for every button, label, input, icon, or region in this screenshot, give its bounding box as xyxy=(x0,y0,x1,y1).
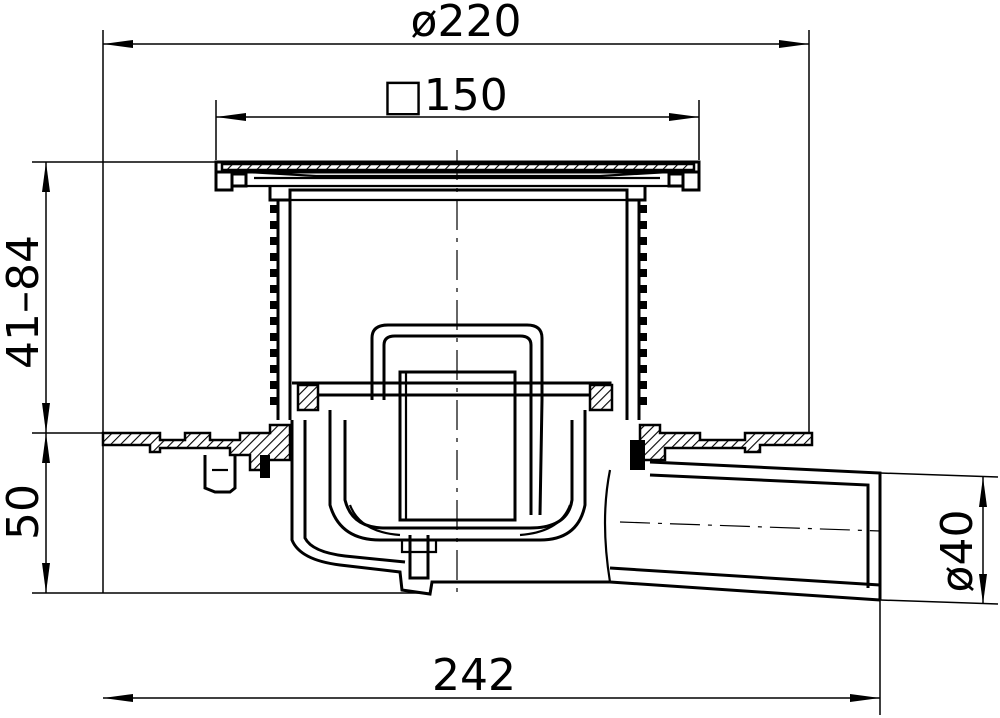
rib-left xyxy=(270,317,278,325)
rib-right xyxy=(639,381,647,389)
dimension-overall-length-label: 242 xyxy=(432,650,516,701)
dimension-lower-height: 50 xyxy=(0,433,420,594)
rib-right xyxy=(639,365,647,373)
drain-body xyxy=(290,323,882,602)
rib-left xyxy=(270,397,278,405)
rib-right xyxy=(639,237,647,245)
dimension-overall-length: 242 xyxy=(103,600,881,715)
rib-left xyxy=(270,333,278,341)
rib-left xyxy=(270,205,278,213)
rib-left xyxy=(270,269,278,277)
dimension-outlet-diameter: ø40 xyxy=(879,472,999,605)
rib-right xyxy=(639,221,647,229)
flange xyxy=(101,423,814,494)
dimension-outlet-diameter-label: ø40 xyxy=(932,510,983,593)
center-lines xyxy=(456,150,881,600)
rib-right xyxy=(639,269,647,277)
dimension-lower-height-label: 50 xyxy=(0,484,49,540)
rib-right xyxy=(639,301,647,309)
rib-right xyxy=(639,317,647,325)
rib-right xyxy=(639,285,647,293)
rib-left xyxy=(270,237,278,245)
rib-left xyxy=(270,381,278,389)
grate-frame xyxy=(214,160,701,202)
rib-left xyxy=(270,253,278,261)
rib-left xyxy=(270,221,278,229)
rib-right xyxy=(639,205,647,213)
rib-right xyxy=(639,253,647,261)
dimension-top-diameter: ø220 xyxy=(102,0,810,593)
dimension-grate-size-label: □150 xyxy=(382,70,508,121)
dimension-top-diameter-label: ø220 xyxy=(411,0,522,47)
rib-left xyxy=(270,285,278,293)
rib-right xyxy=(639,397,647,405)
dimension-grate-size: □150 xyxy=(215,70,700,160)
rib-right xyxy=(639,333,647,341)
dimension-height-range-label: 41–84 xyxy=(0,235,49,369)
rib-left xyxy=(270,365,278,373)
rib-right xyxy=(639,349,647,357)
rib-left xyxy=(270,301,278,309)
adjustment-sleeve xyxy=(270,200,647,420)
dimension-height-range: 41–84 xyxy=(0,161,216,434)
rib-left xyxy=(270,349,278,357)
